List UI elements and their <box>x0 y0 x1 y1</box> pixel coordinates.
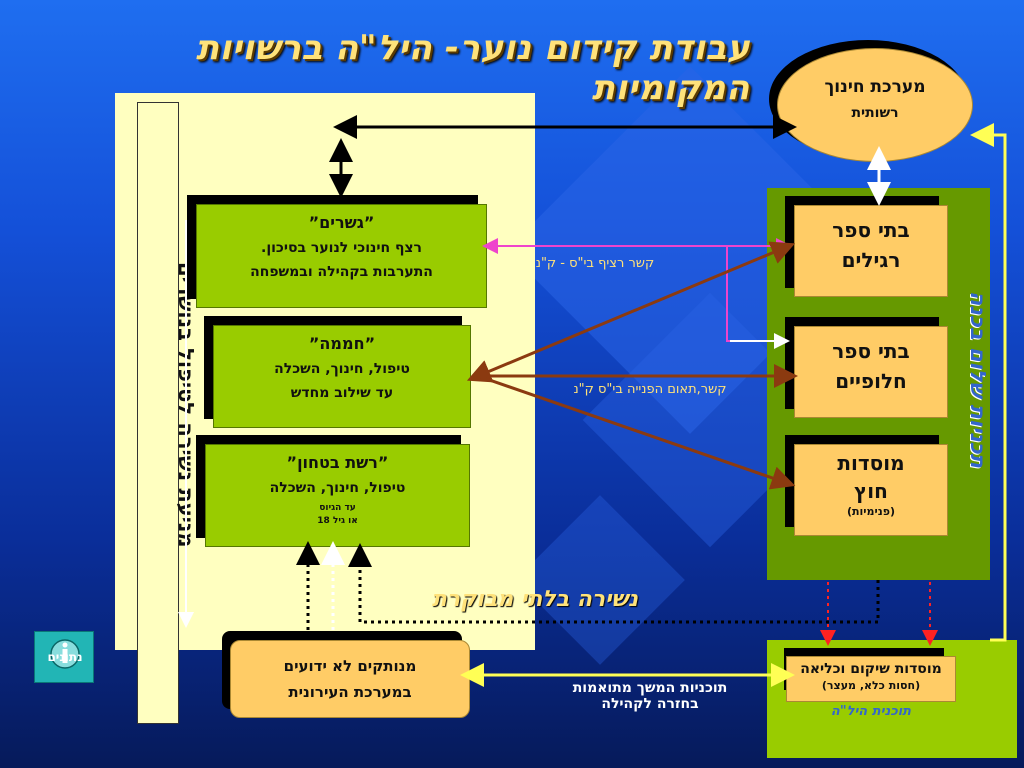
info-button-label: נתונים <box>47 650 83 664</box>
education-system-ellipse: מערכת חינוך רשותית <box>777 48 973 162</box>
box-line: חלופיים <box>835 369 907 393</box>
box-small-line: (חסות כלא, מעצר) <box>821 679 921 692</box>
box-line: חוץ <box>854 479 888 503</box>
box-title: ”חממה” <box>308 334 376 353</box>
box-line: במערכת העירונית <box>288 683 412 701</box>
box-title: ”גשרים” <box>308 213 375 232</box>
box-line: מנותקים לא ידועים <box>283 657 417 675</box>
box-line: טיפול, חינוך, השכלה <box>269 480 406 496</box>
box-rehab-institutions: מוסדות שיקום וכליאה (חסות כלא, מעצר) <box>786 656 956 702</box>
info-icon <box>50 639 80 669</box>
box-disconnected-youth: מנותקים לא ידועים במערכת העירונית <box>230 640 470 718</box>
link-label-middle: קשר,תאום הפנייה בי"ס ק"נ <box>573 382 727 397</box>
page-title: עבודת קידום נוער- היל"ה ברשויות המקומיות <box>195 28 750 108</box>
box-alternative-schools: בתי ספר חלופיים <box>794 326 948 418</box>
box-regular-schools: בתי ספר רגילים <box>794 205 948 297</box>
box-line: טיפול, חינוך, השכלה <box>274 361 410 377</box>
continuation-caption: תוכניות המשך מתואמות בחזרה לקהילה <box>545 680 755 712</box>
caption-line: תוכניות המשך מתואמות <box>572 680 728 696</box>
box-gesharim: ”גשרים” רצף חינוכי לנוער בסיכון. התערבות… <box>196 204 487 308</box>
data-info-button[interactable]: נתונים <box>34 631 94 683</box>
box-line: בתי ספר <box>832 339 910 363</box>
box-line: מוסדות <box>837 451 905 475</box>
side-label-frame <box>137 102 179 724</box>
box-small-line: עד הגיוס <box>319 503 356 513</box>
box-hamama: ”חממה” טיפול, חינוך, השכלה עד שילוב מחדש <box>213 325 471 428</box>
box-external-institutions: מוסדות חוץ (פנימיות) <box>794 444 948 536</box>
box-line: מוסדות שיקום וכליאה <box>800 661 942 677</box>
box-small-line: או גיל 18 <box>317 515 358 526</box>
box-title: ”רשת בטחון” <box>286 453 389 472</box>
caption-line: בחזרה לקהילה <box>601 696 699 712</box>
box-line: רצף חינוכי לנוער בסיכון. <box>261 240 422 256</box>
box-line: רגילים <box>841 248 901 272</box>
box-reshet-bitahon: ”רשת בטחון” טיפול, חינוך, השכלה עד הגיוס… <box>205 444 470 547</box>
dropout-label: נשירה בלתי מבוקרת <box>431 587 639 612</box>
ellipse-line: רשותית <box>851 105 899 121</box>
box-line: התערבות בקהילה ובמשפחה <box>250 264 433 280</box>
right-vertical-label: תכניות שלום בכנה <box>966 291 990 469</box>
box-small-line: (פנימיות) <box>846 505 895 518</box>
link-label-top: קשר רציף בי"ס - ק"נ <box>535 256 655 271</box>
ellipse-line: מערכת חינוך <box>824 77 926 97</box>
hila-program-label: תוכנית היל"ה <box>830 704 912 719</box>
background-diamond <box>515 495 685 665</box>
box-line: בתי ספר <box>832 218 910 242</box>
box-line: עד שילוב מחדש <box>290 385 394 401</box>
